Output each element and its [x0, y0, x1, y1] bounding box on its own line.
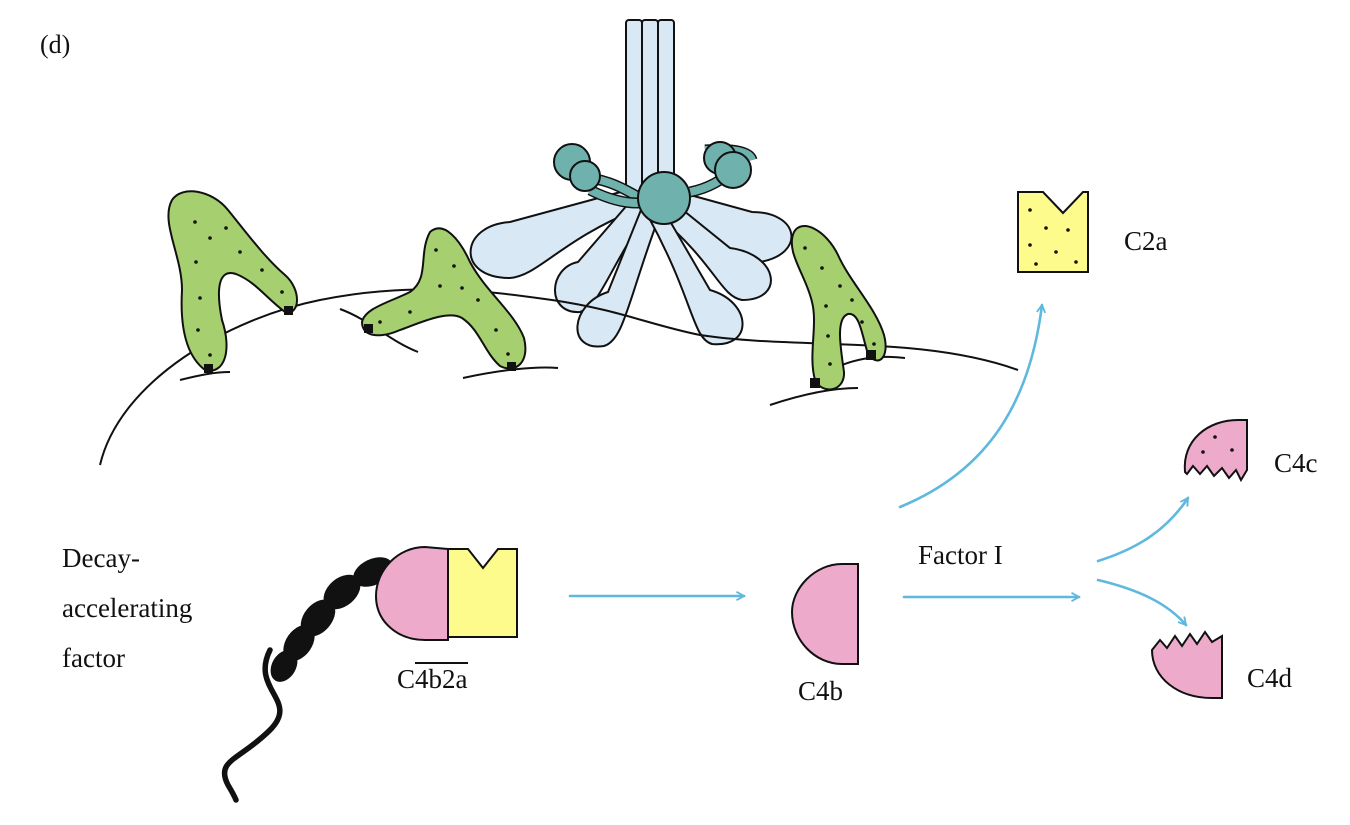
c3b-molecule	[167, 190, 298, 372]
c3b-dots	[193, 220, 876, 366]
label-c4c: C4c	[1274, 448, 1318, 478]
label-daf-line: factor	[62, 643, 125, 673]
c4b-fragment	[790, 563, 859, 665]
label-c4d: C4d	[1247, 663, 1293, 693]
label-c4b2a: C4b2a	[397, 662, 468, 694]
label-c4b2a-overbar: 4b2a	[415, 662, 468, 694]
arrow-to-c4c	[1096, 498, 1190, 563]
c3b-molecule	[360, 227, 527, 370]
reaction-arrows	[568, 305, 1190, 625]
antibody-igm	[469, 19, 793, 348]
anchor-squares	[204, 306, 876, 388]
arrow-to-c4d	[1096, 578, 1188, 625]
label-c4b2a-prefix: C	[397, 664, 416, 694]
label-daf-line: accelerating	[62, 593, 193, 623]
c4d-fragment	[1150, 630, 1223, 699]
label-c4b: C4b	[798, 676, 844, 706]
c4b2a-complex	[374, 545, 518, 641]
c3b-molecule	[790, 225, 887, 391]
label-daf-line: Decay-	[62, 543, 140, 573]
c2a-fragment	[1017, 191, 1089, 273]
cell-membrane	[99, 288, 1019, 466]
daf-molecule	[221, 557, 393, 803]
label-factor-i: Factor I	[918, 540, 1003, 570]
c3b-molecules	[167, 190, 887, 391]
panel-label: (d)	[40, 30, 71, 59]
c4c-fragment	[1183, 419, 1248, 483]
c1-complex	[553, 141, 758, 225]
arrow-to-c2a	[898, 305, 1042, 509]
label-c2a: C2a	[1124, 226, 1168, 256]
label-decay-accelerating-factor: Decay- accelerating factor	[62, 533, 262, 683]
